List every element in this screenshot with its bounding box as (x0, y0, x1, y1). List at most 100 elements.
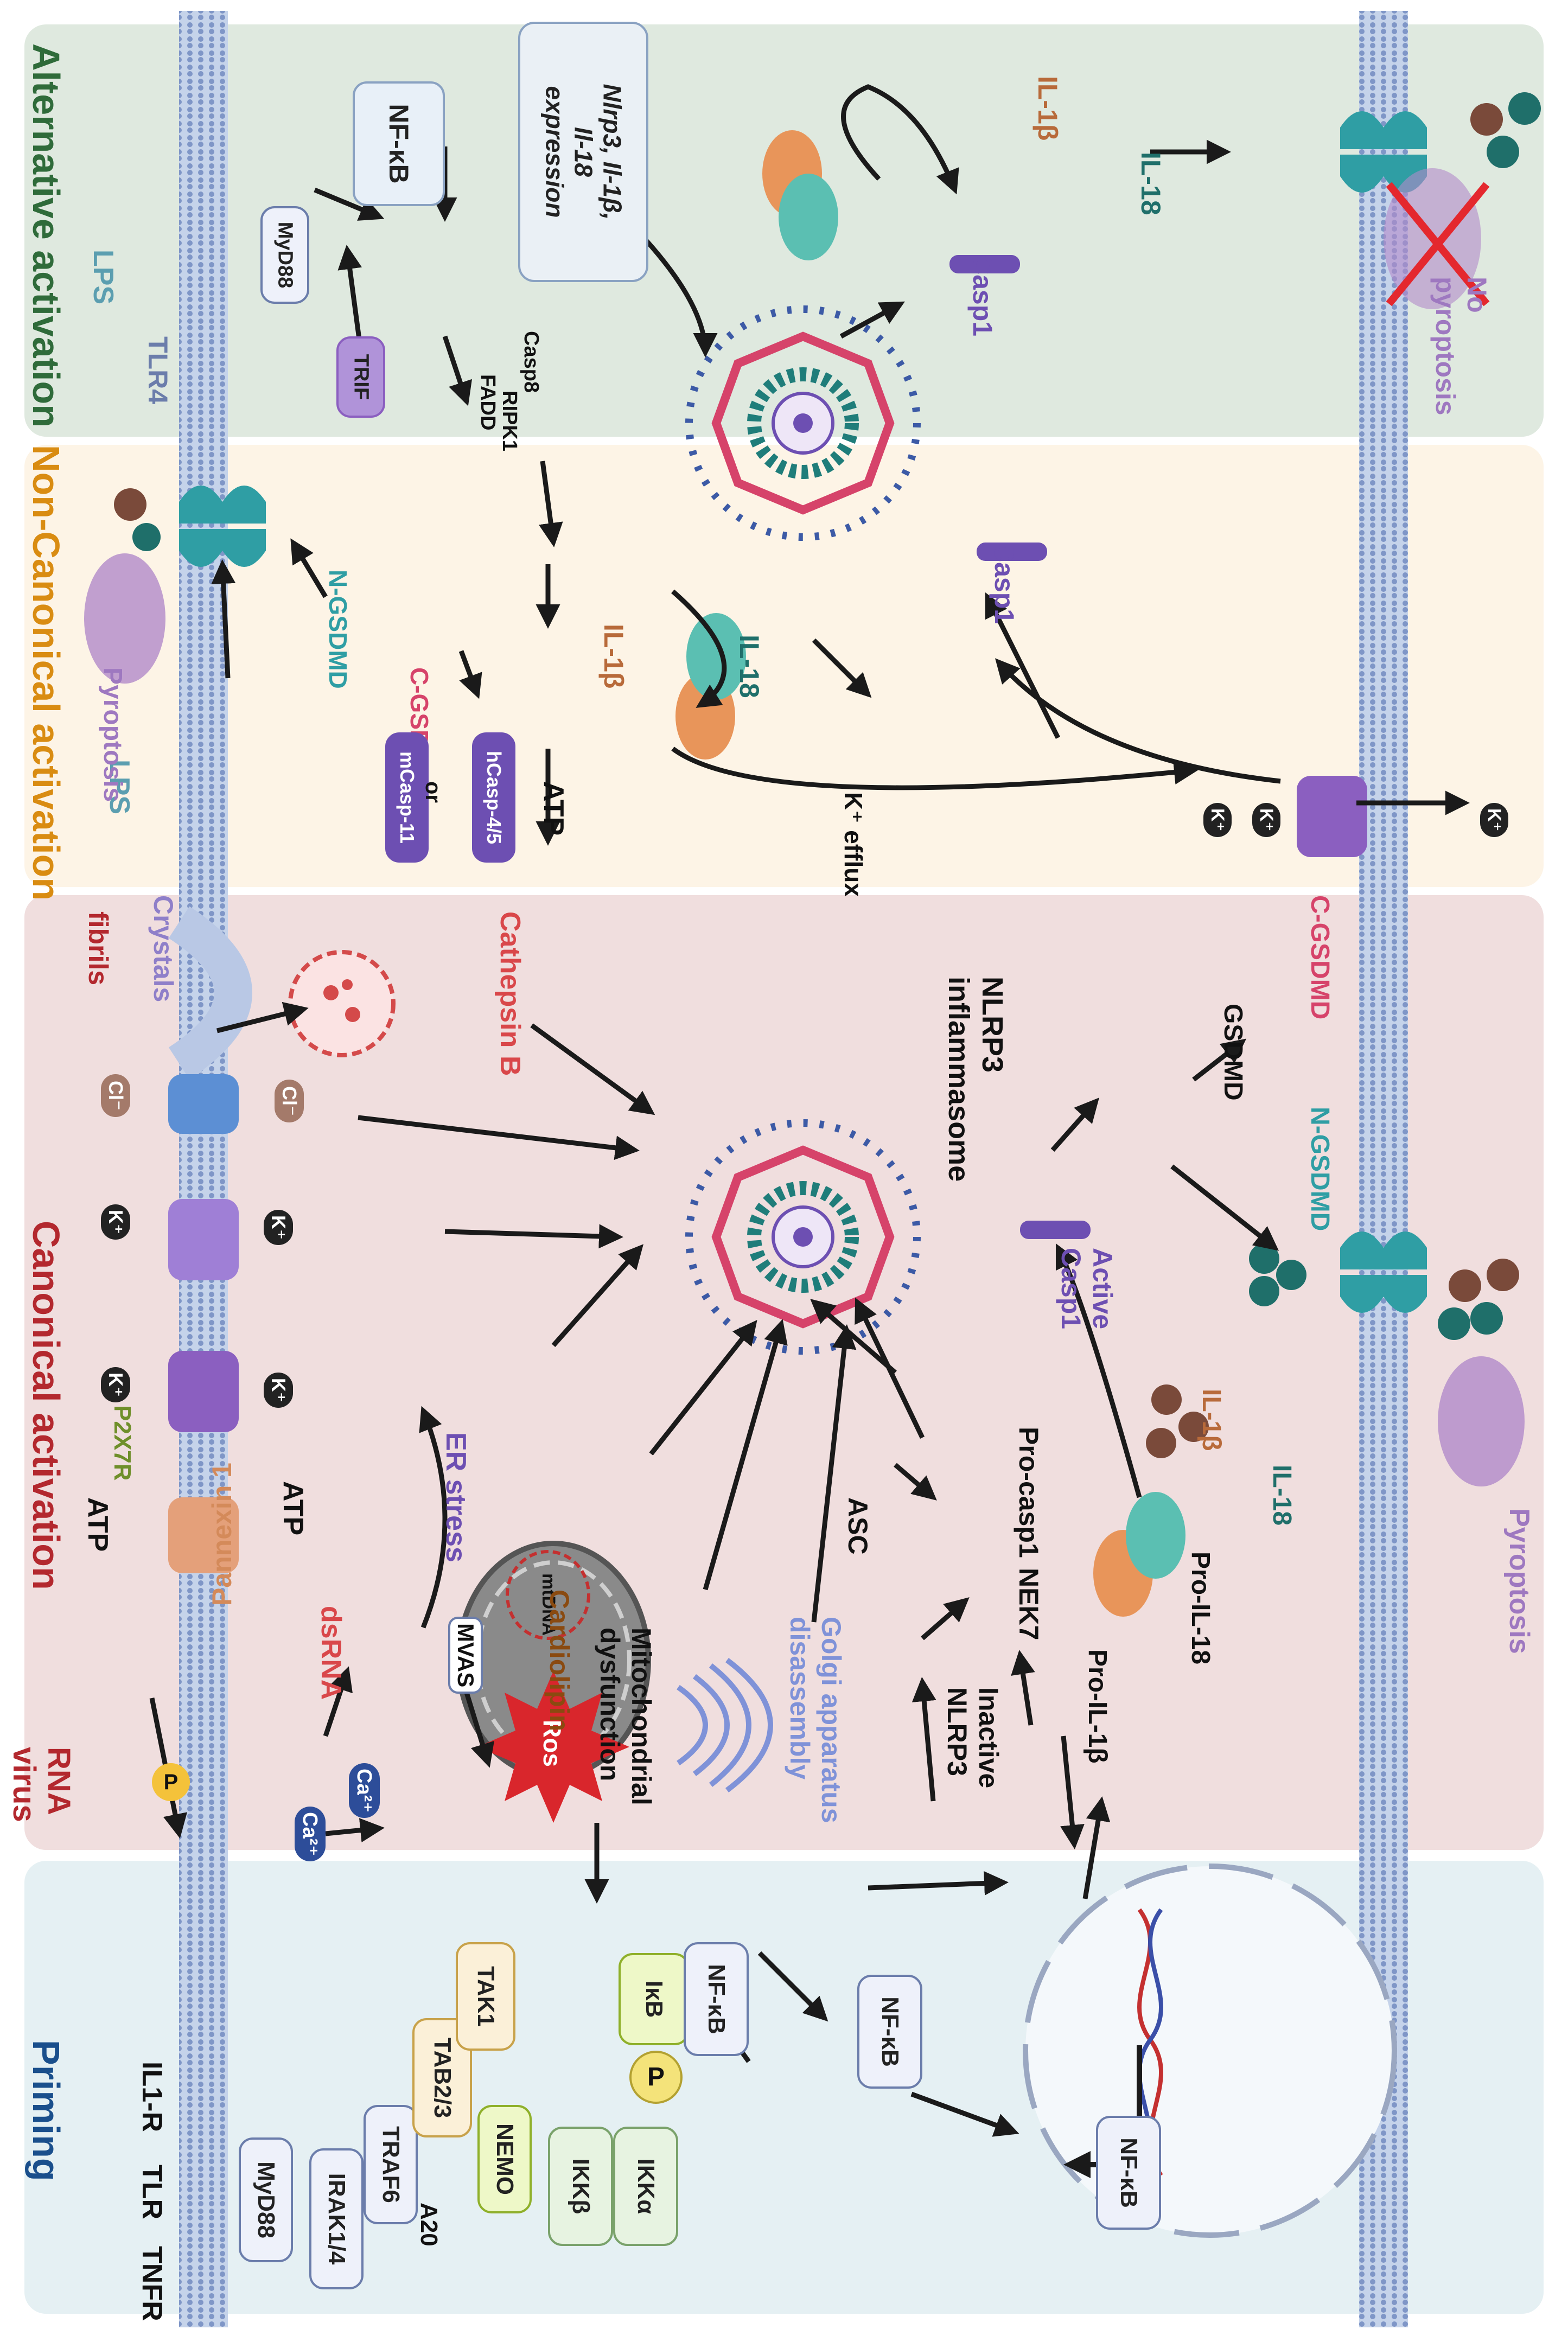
casp1-bar-noncanonical (977, 543, 1047, 561)
label-ca2: Ca²⁺ (349, 1763, 380, 1818)
gsdmd-pore-canonical (1340, 1231, 1427, 1313)
label-crystals: Crystals (148, 895, 179, 1003)
cytokine-dots (114, 92, 1541, 1458)
label-k-noncanonical-2: K⁺ (1252, 803, 1280, 837)
channel-k-noncanonical (1297, 776, 1367, 857)
label-cardiolipin: Cardiolipin (544, 1590, 575, 1732)
label-il1b-alternative: IL-1β (1032, 76, 1063, 141)
label-ca1: Ca²⁺ (295, 1807, 326, 1862)
pill-ikb: IκB (619, 1953, 689, 2045)
pyroptotic-cell-noncanonical (84, 553, 165, 684)
pill-ikkb: IKKβ (548, 2127, 613, 2246)
pill-myd88-alternative: MyD88 (260, 206, 309, 304)
label-cl-1: Cl⁻ (101, 1074, 130, 1118)
label-fadd: FADD (476, 374, 499, 431)
pill-irak: IRAK1/4 (309, 2148, 364, 2289)
pill-ikka: IKKα (613, 2127, 678, 2246)
channel-k (168, 1199, 239, 1280)
label-n-gsdmd-canonical: N-GSDMD (1305, 1107, 1334, 1231)
pill-traf6: TRAF6 (364, 2105, 418, 2224)
label-pro-il18: Pro-IL-18 (1186, 1552, 1215, 1665)
channel-p2x7r (168, 1351, 239, 1432)
label-pannexin: Pannexin 1 (207, 1463, 237, 1606)
panel-canonical (24, 895, 1544, 1850)
nucleus (1023, 1864, 1397, 2238)
label-k-canonical-4: K⁺ (264, 1210, 293, 1245)
panel-title-noncanonical: Non-Canonical activation (25, 445, 67, 901)
label-k-canonical-3: K⁺ (101, 1204, 130, 1240)
gsdmd-pore-noncanonical (179, 486, 266, 567)
label-or: or (421, 781, 445, 803)
label-nlrp3-inflammasome: NLRP3 inflammasome (942, 977, 1009, 1182)
golgi-apparatus (677, 1658, 773, 1792)
pyroptotic-cell-canonical (1438, 1356, 1525, 1486)
label-atp-noncanonical: ATP (538, 781, 569, 836)
pro-il-18 (1126, 1492, 1185, 1579)
pill-nfkb-2: NF-κB (857, 1975, 922, 2089)
label-atp-2: ATP (277, 1481, 309, 1536)
channel-pannexin (168, 1497, 239, 1573)
casp1-bar-alternative (949, 255, 1020, 273)
label-ripk1: RIPK1 (498, 391, 521, 451)
label-il18-noncanonical: IL-18 (734, 635, 764, 698)
label-il1r: IL1-R (136, 2062, 168, 2132)
nlrp3-inflammasome-canonical (685, 1119, 921, 1355)
label-pyroptosis-canonical: Pyroptosis (1503, 1508, 1535, 1654)
panel-title-priming: Priming (25, 2040, 67, 2181)
label-mitochondrial-dysfunction: Mitochondrial dysfunction (595, 1628, 657, 1805)
label-k-noncanonical-3: K⁺ (1480, 803, 1508, 837)
inflammasome-alternative (685, 305, 921, 541)
channel-cl (168, 1074, 239, 1134)
ros-star (477, 1671, 629, 1823)
label-k-canonical-2: K⁺ (264, 1373, 293, 1408)
pill-trif: TRIF (336, 336, 385, 418)
phospho-p-priming: P (629, 2051, 683, 2104)
label-il18-canonical: IL-18 (1267, 1465, 1296, 1526)
pill-myd88-priming: MyD88 (239, 2137, 293, 2262)
label-no-pyroptosis: No pyroptosis (1430, 277, 1493, 416)
label-il1b-noncanonical: IL-1β (598, 624, 629, 689)
pill-nfkb-1: NF-κB (684, 1942, 749, 2056)
phospho-p-canonical: P (152, 1763, 190, 1801)
pill-mcasp11: mCasp-11 (385, 732, 429, 863)
arrows (149, 84, 1470, 2137)
panel-title-canonical: Canonical activation (25, 1221, 67, 1590)
label-rna-virus: RNA virus (7, 1747, 77, 1822)
label-k-canonical-1: K⁺ (101, 1367, 130, 1402)
label-pyroptosis-noncanonical: Pyroptosis (98, 667, 127, 802)
label-fibrils: fibrils (83, 911, 113, 986)
mtdna (506, 1550, 590, 1640)
casp1-bar-canonical (1020, 1221, 1091, 1239)
label-p2x7r: P2X7R (109, 1405, 136, 1481)
label-n-gsdmd-noncanonical: N-GSDMD (324, 570, 352, 689)
pill-tak1: TAK1 (456, 1942, 515, 2051)
label-pro-il1b: Pro-IL-1β (1083, 1649, 1112, 1764)
label-cl-2: Cl⁻ (275, 1080, 304, 1123)
label-pro-casp1: Pro-casp1 (1014, 1427, 1044, 1558)
label-nek7: NEK7 (1014, 1568, 1044, 1641)
label-active-casp1: Active Casp1 (1056, 1248, 1118, 1330)
box-expression: Nlrp3, Il-1β, Il-18 expression (518, 22, 648, 282)
label-il1b-canonical: IL-1β (1197, 1389, 1226, 1451)
label-mvas: MVAS (448, 1617, 483, 1694)
label-k-efflux: K⁺ efflux (839, 792, 868, 897)
label-asc: ASC (843, 1497, 873, 1555)
label-atp-1: ATP (82, 1497, 113, 1552)
membrane-left (179, 11, 228, 2327)
pill-nemo: NEMO (477, 2105, 532, 2213)
label-lps-alternative: LPS (87, 250, 119, 305)
label-golgi: Golgi apparatus disassembly (785, 1617, 847, 1823)
label-cathepsin-b: Cathepsin B (494, 911, 526, 1076)
pill-nfkb-3: NF-κB (1096, 2116, 1161, 2230)
membrane-endocytosis (168, 906, 252, 1080)
label-tnfr: TNFR (136, 2246, 168, 2321)
label-casp8: Casp8 (520, 331, 543, 393)
label-k-noncanonical-1: K⁺ (1203, 803, 1232, 837)
label-gsdmd: GSDMD (1219, 1004, 1247, 1101)
label-casp1-noncanonical: Casp1 (989, 543, 1019, 624)
label-il18-alternative: IL-18 (1136, 152, 1166, 215)
label-dsrna: dsRNA (315, 1606, 347, 1700)
label-er-stress: ER stress (440, 1432, 471, 1562)
label-tlr4: TLR4 (143, 336, 173, 404)
